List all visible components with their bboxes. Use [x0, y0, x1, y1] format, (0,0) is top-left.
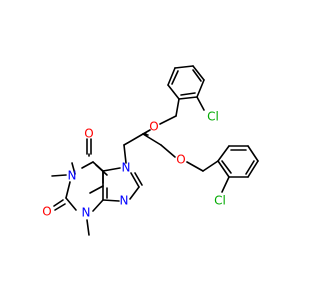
atom-cl-bottom: Cl [214, 194, 226, 208]
atom-o-carbonyl-top: O [84, 127, 93, 141]
atom-n3: N [82, 206, 91, 220]
atom-o-carbonyl-left: O [42, 205, 51, 219]
atom-o-ether-1: O [149, 120, 158, 134]
molecule-diagram: O O N N N N O O Cl Cl [42, 65, 259, 236]
atom-o-ether-2: O [176, 153, 185, 167]
atom-cl-top: Cl [207, 110, 219, 124]
atom-n9: N [120, 194, 129, 208]
atom-labels: O O N N N N O O Cl Cl [42, 110, 226, 220]
atom-n7: N [122, 161, 131, 175]
structure-canvas: O O N N N N O O Cl Cl [42, 65, 259, 236]
atom-n1: N [68, 169, 77, 183]
bond-lines [51, 65, 259, 236]
